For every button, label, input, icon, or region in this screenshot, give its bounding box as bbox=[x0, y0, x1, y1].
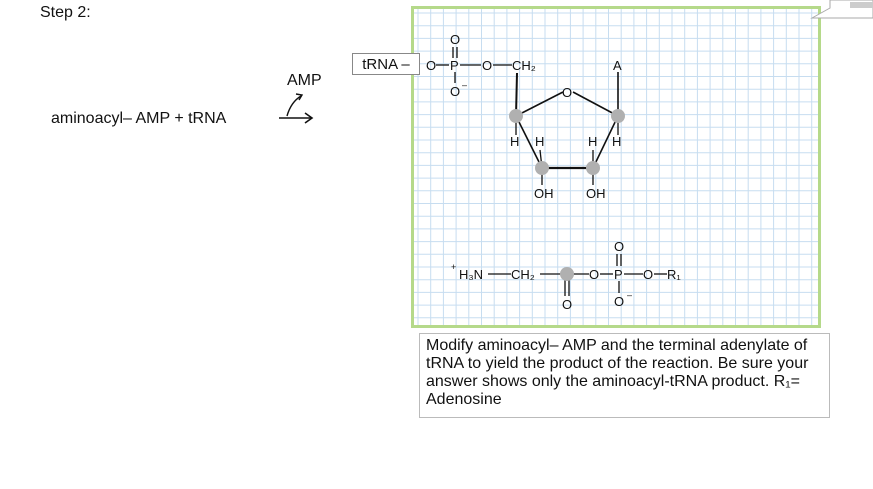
reaction-byproduct-label: AMP bbox=[287, 72, 322, 89]
drawing-canvas[interactable] bbox=[411, 6, 821, 328]
phosphate-o-top: O bbox=[450, 32, 460, 47]
phosphate-charge: – bbox=[462, 80, 467, 90]
phosphate-o-ester: O bbox=[482, 58, 492, 73]
oh-c3: OH bbox=[534, 186, 554, 201]
r1-group: R₁ bbox=[667, 267, 681, 282]
h-c3: H bbox=[535, 134, 544, 149]
h-c2: H bbox=[588, 134, 597, 149]
h-c1: H bbox=[612, 134, 621, 149]
phosphate2-o-top: O bbox=[614, 239, 624, 254]
canvas-grid bbox=[414, 9, 818, 325]
ch2-bottom: CH₂ bbox=[511, 267, 535, 282]
instruction-text: Modify aminoacyl– AMP and the terminal a… bbox=[419, 333, 830, 418]
phosphate2-charge: – bbox=[627, 290, 632, 300]
reaction-arrow-icon bbox=[279, 93, 314, 124]
phosphate-o-left: O bbox=[426, 58, 436, 73]
phosphate2-o-bottom: O bbox=[614, 294, 624, 309]
atom-node[interactable] bbox=[560, 267, 574, 281]
phosphorus-top: P bbox=[450, 58, 459, 73]
ammonium-h3n: H₃N bbox=[459, 267, 483, 282]
reaction-reactants: aminoacyl– AMP + tRNA bbox=[51, 110, 227, 127]
carbonyl-o: O bbox=[562, 297, 572, 312]
ribose-ring: O A H H H H OH OH bbox=[509, 58, 625, 201]
corner-tab-icon[interactable] bbox=[810, 0, 873, 20]
phosphorus-bottom: P bbox=[614, 267, 623, 282]
atom-node[interactable] bbox=[586, 161, 600, 175]
phosphate2-o-ester: O bbox=[643, 267, 653, 282]
h-c4: H bbox=[510, 134, 519, 149]
step-title: Step 2: bbox=[40, 4, 91, 21]
ammonium-charge: + bbox=[451, 262, 456, 272]
oh-c2: OH bbox=[586, 186, 606, 201]
phosphate-o-bottom: O bbox=[450, 84, 460, 99]
atom-node[interactable] bbox=[509, 109, 523, 123]
trna-label: tRNA – bbox=[352, 53, 420, 75]
base-adenine: A bbox=[613, 58, 622, 73]
atom-node[interactable] bbox=[611, 109, 625, 123]
ring-oxygen: O bbox=[562, 85, 572, 100]
atom-node[interactable] bbox=[535, 161, 549, 175]
aminoacyl-amp-fragment: + H₃N CH₂ O O O P O – O R₁ bbox=[451, 239, 681, 312]
ch2-top: CH₂ bbox=[512, 58, 536, 73]
trna-phosphate-group: O O P O – O CH₂ bbox=[426, 32, 536, 117]
ester-o: O bbox=[589, 267, 599, 282]
